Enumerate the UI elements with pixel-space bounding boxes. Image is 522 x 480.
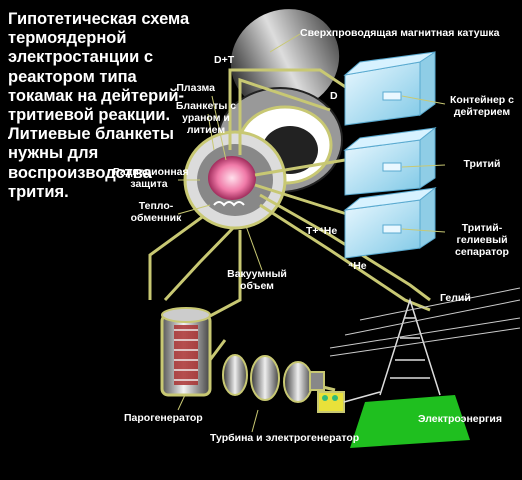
label-separator: Тритий-гелиевый сепаратор	[455, 222, 509, 258]
reactor-vessel	[183, 130, 287, 230]
label-tritium: Тритий	[463, 158, 501, 170]
fuel-lines	[228, 68, 431, 312]
label-vacuum-volume: Вакуумный объем	[227, 268, 287, 292]
label-deuterium-container: Контейнер с дейтерием	[450, 94, 514, 118]
label-he4: ⁴He	[348, 260, 367, 272]
label-magnet: Сверхпроводящая магнитная катушка	[300, 27, 500, 39]
generator-block	[317, 391, 345, 413]
label-heat-exchanger: Тепло-обменник	[130, 200, 182, 224]
separator-container	[343, 186, 437, 259]
grass-patch	[350, 395, 470, 448]
steam-generator	[160, 307, 212, 397]
label-d: D	[330, 90, 338, 102]
leader-lines	[177, 33, 446, 433]
label-turbine: Турбина и электрогенератор	[210, 432, 360, 444]
label-helium: Гелий	[440, 292, 471, 304]
heat-exchanger-coil	[213, 201, 245, 207]
label-t-he: T+⁴He	[306, 225, 338, 237]
label-dt: D+T	[214, 54, 235, 66]
label-electricity: Электроэнергия	[418, 413, 503, 425]
label-blankets: Бланкеты с ураном и литием	[175, 100, 237, 136]
diagram-title: Гипотетическая схема термоядерной электр…	[8, 10, 190, 201]
power-pylon	[329, 287, 521, 448]
turbine	[222, 354, 345, 413]
plasma-core	[208, 156, 256, 200]
label-steam-generator: Парогенератор	[124, 412, 203, 424]
deuterium-container	[343, 51, 436, 126]
label-radiation-shield: Радиационная защита	[113, 166, 189, 190]
label-plasma: Плазма	[176, 82, 215, 94]
tritium-container	[343, 126, 437, 196]
